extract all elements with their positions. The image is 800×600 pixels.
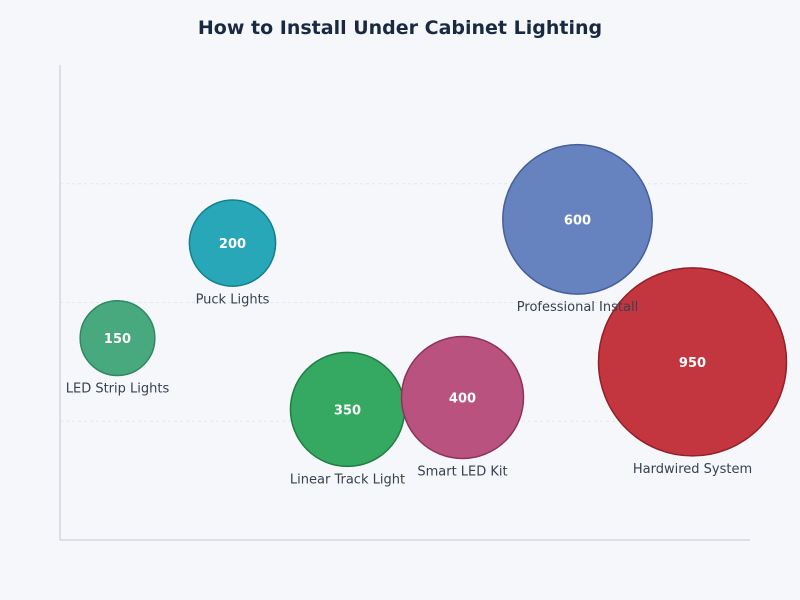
bubble-category-label: Professional Install <box>517 300 638 315</box>
bubble-category-label: LED Strip Lights <box>66 381 170 396</box>
bubble-value-label: 600 <box>564 213 591 228</box>
bubble <box>188 199 277 288</box>
bubble-value-label: 950 <box>679 356 706 371</box>
bubble-value-label: 400 <box>449 392 476 407</box>
axes <box>59 65 750 541</box>
gridlines <box>60 183 750 422</box>
bubble-category-label: Smart LED Kit <box>417 464 507 479</box>
bubble-value-label: 150 <box>104 332 131 347</box>
bubble-layer <box>79 143 788 468</box>
bubble-category-label: Puck Lights <box>196 292 270 307</box>
bubble <box>79 300 156 377</box>
bubble-value-label: 200 <box>219 237 246 252</box>
bubble-category-label: Linear Track Light <box>290 472 405 487</box>
bubble <box>400 335 525 460</box>
bubble <box>597 267 788 457</box>
chart-title: How to Install Under Cabinet Lighting <box>198 17 602 39</box>
bubble-value-label: 350 <box>334 403 361 418</box>
bubble-category-label: Hardwired System <box>633 462 752 477</box>
bubble <box>502 143 653 295</box>
